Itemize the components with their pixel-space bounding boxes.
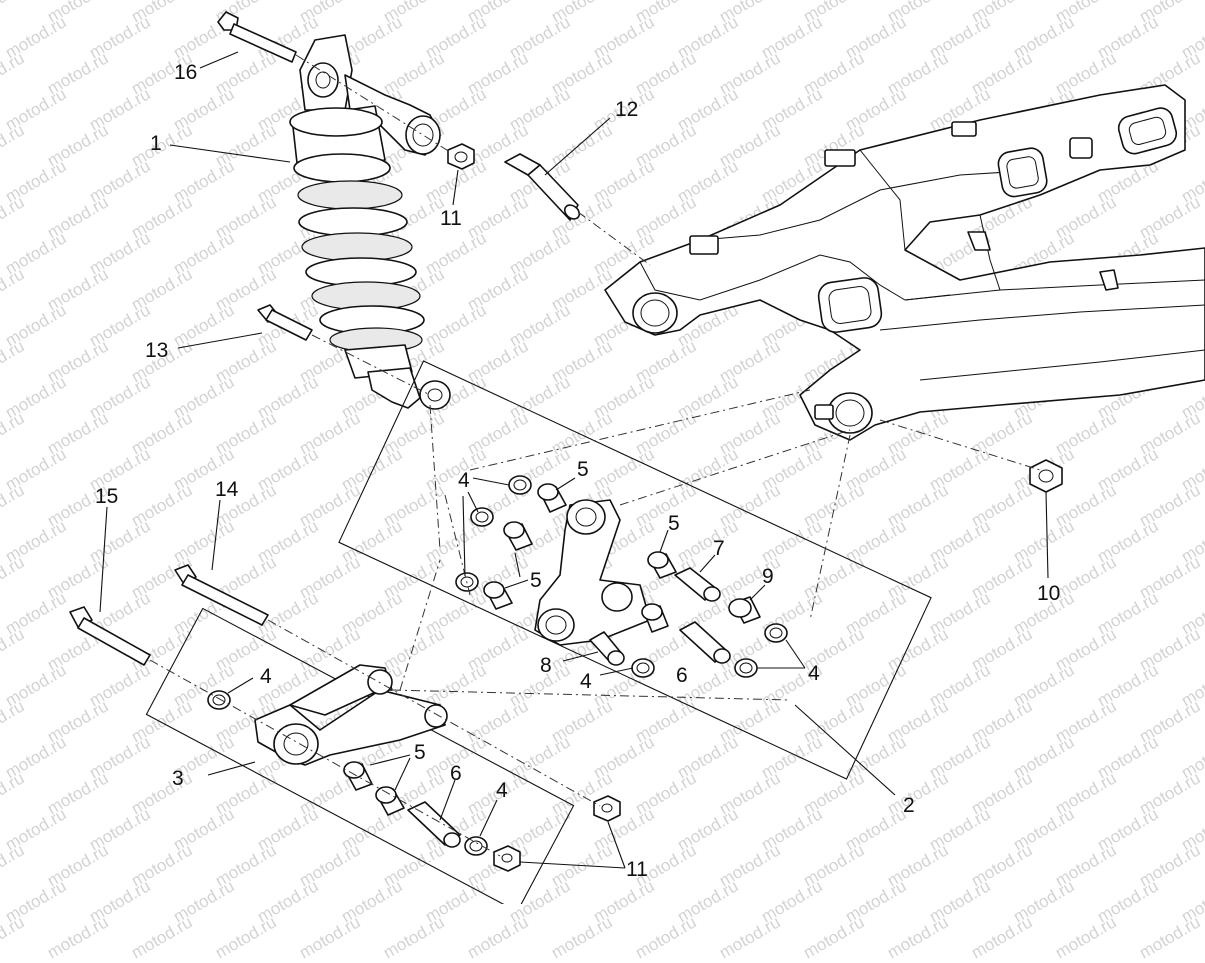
exploded-diagram: 1 16 11 12 13 10 15 14 4 5 5 7 5 9 8 4 6…	[69, 11, 1205, 904]
lower-link	[254, 664, 448, 766]
callout-1: 1	[150, 132, 162, 155]
callout-4-e: 4	[496, 779, 508, 802]
watermark-text: motod.ru	[884, 912, 952, 963]
watermark-text: motod.ru	[128, 912, 196, 963]
watermark-text: motod.ru	[212, 912, 280, 963]
bolt-13	[257, 304, 313, 341]
watermark-text: motod.ru	[548, 912, 616, 963]
bolt-15	[69, 606, 151, 666]
watermark-text: motod.ru	[0, 912, 28, 963]
nut-11-top	[447, 143, 475, 170]
callout-11-bottom: 11	[626, 858, 648, 881]
callout-11-top: 11	[440, 207, 462, 230]
swingarm	[604, 84, 1205, 441]
callout-16: 16	[174, 61, 197, 84]
pin-12	[504, 153, 581, 221]
sleeves	[407, 567, 761, 848]
callout-5-d: 5	[414, 741, 426, 764]
callout-8: 8	[540, 654, 552, 677]
callout-4-c: 4	[808, 662, 820, 685]
watermark-text: motod.ru	[464, 912, 532, 963]
callout-9: 9	[762, 565, 774, 588]
watermark-text: motod.ru	[44, 912, 112, 963]
watermark-text: motod.ru	[632, 912, 700, 963]
nut-10	[1029, 459, 1063, 493]
callout-4-b: 4	[580, 670, 592, 693]
bushings-5	[343, 483, 677, 816]
washers-4	[207, 475, 788, 856]
callout-7: 7	[713, 537, 725, 560]
callout-5-c: 5	[530, 569, 542, 592]
callout-5-a: 5	[577, 458, 589, 481]
callout-13: 13	[145, 339, 168, 362]
leader-lines	[99, 51, 1049, 869]
nuts-11-bottom	[493, 795, 621, 872]
callout-4-d: 4	[260, 665, 272, 688]
assembly-lines	[149, 54, 1041, 857]
callout-6-b: 6	[450, 762, 462, 785]
bolt-14	[174, 564, 269, 626]
watermark-text: motod.ru	[296, 912, 364, 963]
callout-2: 2	[903, 794, 915, 817]
callout-3: 3	[172, 767, 184, 790]
watermark-text: motod.ru	[1052, 912, 1120, 963]
watermark-text: motod.ru	[800, 912, 868, 963]
callout-15: 15	[95, 485, 118, 508]
watermark-text: motod.ru	[380, 912, 448, 963]
watermark-text: motod.ru	[968, 912, 1036, 963]
watermark-text: motod.ru	[716, 912, 784, 963]
callout-14: 14	[215, 478, 239, 501]
bolt-16	[217, 11, 297, 63]
callout-12: 12	[615, 98, 638, 121]
shock-absorber	[289, 34, 451, 410]
callout-5-b: 5	[668, 512, 680, 535]
linkage-assembly-frame	[338, 360, 932, 780]
linkage-rocker	[534, 499, 651, 646]
watermark-text: motod.ru	[1136, 912, 1204, 963]
callout-6-a: 6	[676, 664, 688, 687]
callout-10: 10	[1037, 582, 1060, 605]
callout-4-a: 4	[458, 469, 470, 492]
callouts: 1 16 11 12 13 10 15 14 4 5 5 7 5 9 8 4 6…	[95, 61, 1060, 881]
